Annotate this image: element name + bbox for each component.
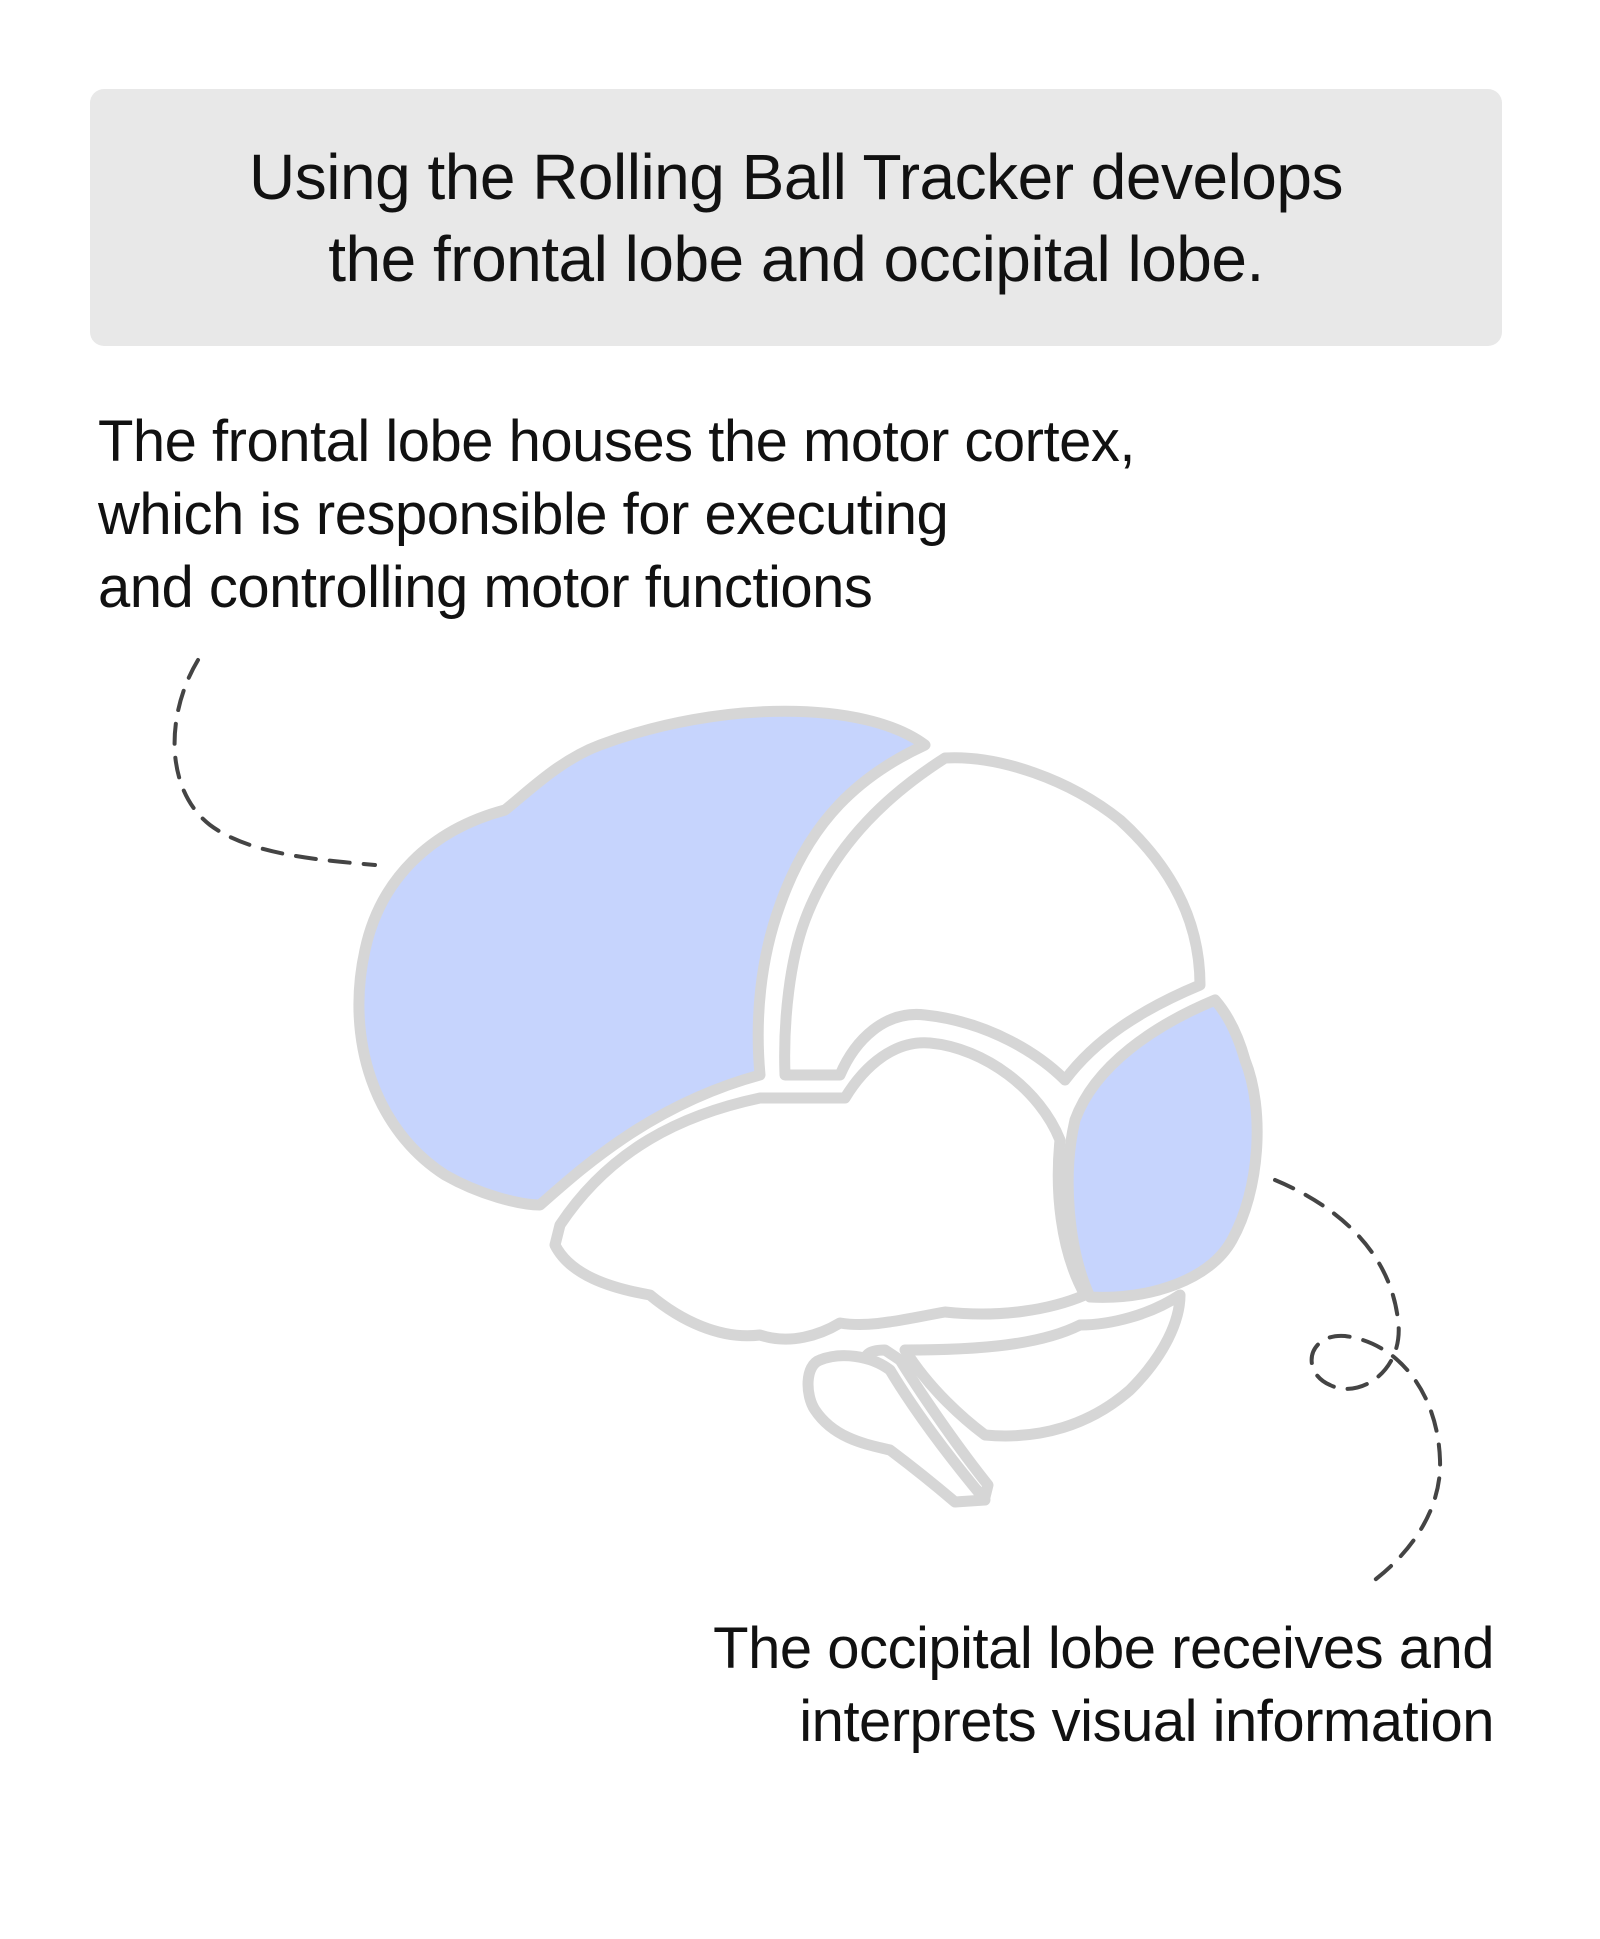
occipital-callout-line-1: The occipital lobe receives and [713, 1616, 1494, 1681]
occipital-lobe [1062, 994, 1263, 1303]
title-line-2: the frontal lobe and occipital lobe. [328, 222, 1264, 295]
occipital-callout-line-2: interprets visual information [799, 1689, 1494, 1754]
pons [802, 1350, 991, 1508]
parietal-lobe [779, 752, 1206, 1086]
temporal-lobe [549, 1037, 1091, 1345]
frontal-callout-line-1: The frontal lobe houses the motor cortex… [98, 409, 1135, 474]
frontal-callout-line-3: and controlling motor functions [98, 555, 873, 620]
frontal-lobe [353, 705, 931, 1211]
frontal-callout-line-2: which is responsible for executing [98, 482, 949, 547]
frontal-connector-line [172, 658, 377, 867]
occipital-connector-line [1273, 1178, 1443, 1587]
title-line-1: Using the Rolling Ball Tracker develops [249, 140, 1343, 213]
frontal-lobe-callout: The frontal lobe houses the motor cortex… [98, 405, 1135, 624]
title-box: Using the Rolling Ball Tracker develops … [90, 89, 1502, 346]
occipital-lobe-callout: The occipital lobe receives and interpre… [713, 1612, 1494, 1758]
cerebellum [899, 1289, 1186, 1442]
